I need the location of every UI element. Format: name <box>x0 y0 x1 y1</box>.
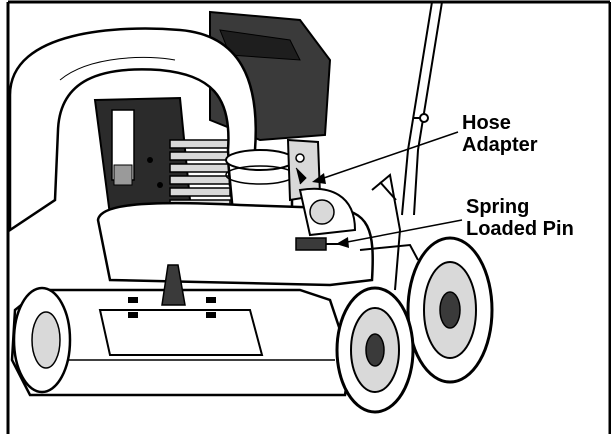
spring-loaded-pin-label-line2: Loaded Pin <box>466 218 574 240</box>
hose-adapter-leader <box>318 132 458 180</box>
hose-adapter-label-line2: Adapter <box>462 134 538 156</box>
left-wheel <box>14 288 70 392</box>
rear-wheel <box>408 238 492 382</box>
spring-loaded-pin-label: Spring Loaded Pin <box>466 196 574 240</box>
spring-loaded-pin-label-line1: Spring <box>466 196 574 218</box>
handle-bar <box>402 2 442 215</box>
front-wheel <box>337 288 413 412</box>
hose-adapter-label: Hose Adapter <box>462 112 538 156</box>
hose-adapter-label-line1: Hose <box>462 112 538 134</box>
